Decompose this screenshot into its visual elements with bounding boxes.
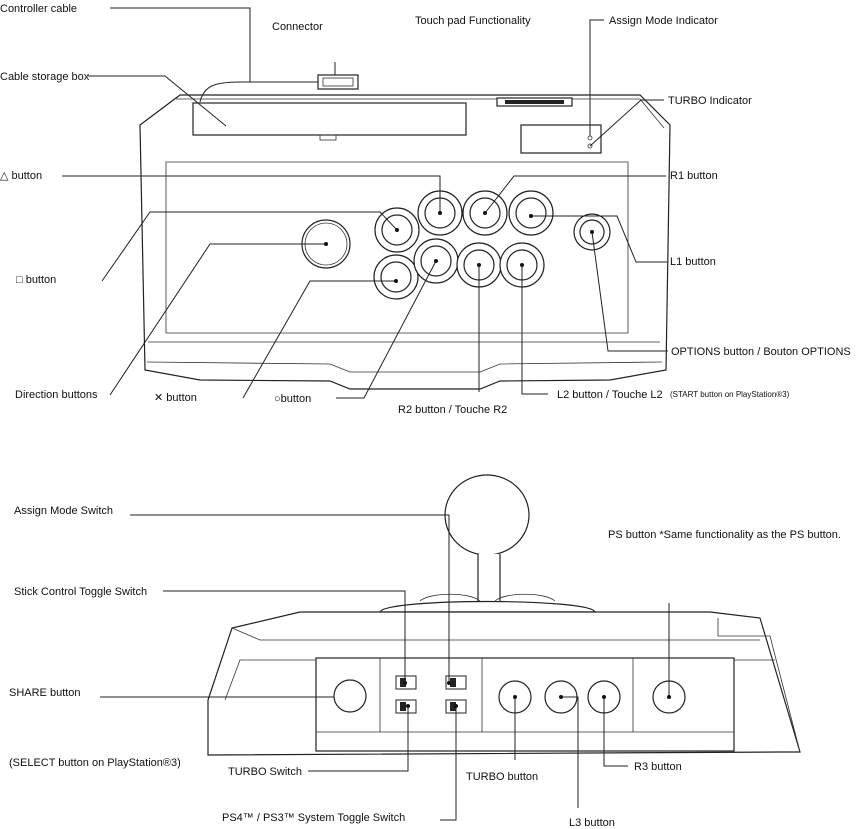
label-cable-storage-box: Cable storage box bbox=[0, 71, 90, 83]
label-r1-button: R1 button bbox=[670, 170, 718, 182]
cable-storage-box bbox=[192, 102, 467, 136]
side-joystick-ball bbox=[444, 474, 530, 556]
label-connector: Connector bbox=[272, 21, 323, 33]
label-l3-button: L3 button bbox=[569, 817, 615, 829]
label-square-button: □ button bbox=[16, 274, 56, 286]
label-circle-button: ○button bbox=[274, 393, 311, 405]
top-view-controller bbox=[139, 74, 671, 390]
connector-icon bbox=[317, 74, 359, 90]
label-share-button: SHARE button bbox=[9, 687, 81, 699]
label-touch-pad: Touch pad Functionality bbox=[415, 15, 531, 27]
top-view-leaders bbox=[62, 7, 668, 399]
label-assign-mode-indicator: Assign Mode Indicator bbox=[609, 15, 718, 27]
label-options-button: OPTIONS button / Bouton OPTIONS bbox=[671, 346, 851, 358]
label-turbo-indicator: TURBO Indicator bbox=[668, 95, 752, 107]
label-select-note: (SELECT button on PlayStation®3) bbox=[9, 757, 181, 769]
label-ps-button: PS button *Same functionality as the PS … bbox=[608, 529, 841, 541]
label-assign-mode-switch: Assign Mode Switch bbox=[14, 505, 113, 517]
label-turbo-switch: TURBO Switch bbox=[228, 766, 302, 778]
label-controller-cable: Controller cable bbox=[0, 3, 77, 15]
label-r2-button: R2 button / Touche R2 bbox=[398, 404, 507, 416]
label-l2-button: L2 button / Touche L2 bbox=[557, 389, 663, 401]
label-start-note: (START button on PlayStation®3) bbox=[670, 390, 790, 399]
label-cross-button: ✕ button bbox=[154, 392, 197, 404]
label-direction-buttons: Direction buttons bbox=[15, 389, 98, 401]
label-turbo-button: TURBO button bbox=[466, 771, 538, 783]
top-view-labels: Controller cable Connector Touch pad Fun… bbox=[0, 3, 851, 416]
side-view-leaders bbox=[100, 514, 671, 821]
side-view-labels: Assign Mode Switch PS button *Same funct… bbox=[9, 505, 841, 829]
share-button bbox=[333, 679, 367, 713]
indicator-panel bbox=[520, 124, 602, 154]
label-system-toggle: PS4™ / PS3™ System Toggle Switch bbox=[222, 812, 405, 824]
label-triangle-button: △ button bbox=[0, 170, 42, 182]
label-r3-button: R3 button bbox=[634, 761, 682, 773]
label-l1-button: L1 button bbox=[670, 256, 716, 268]
side-view-controller bbox=[207, 474, 801, 756]
label-stick-toggle: Stick Control Toggle Switch bbox=[14, 586, 147, 598]
